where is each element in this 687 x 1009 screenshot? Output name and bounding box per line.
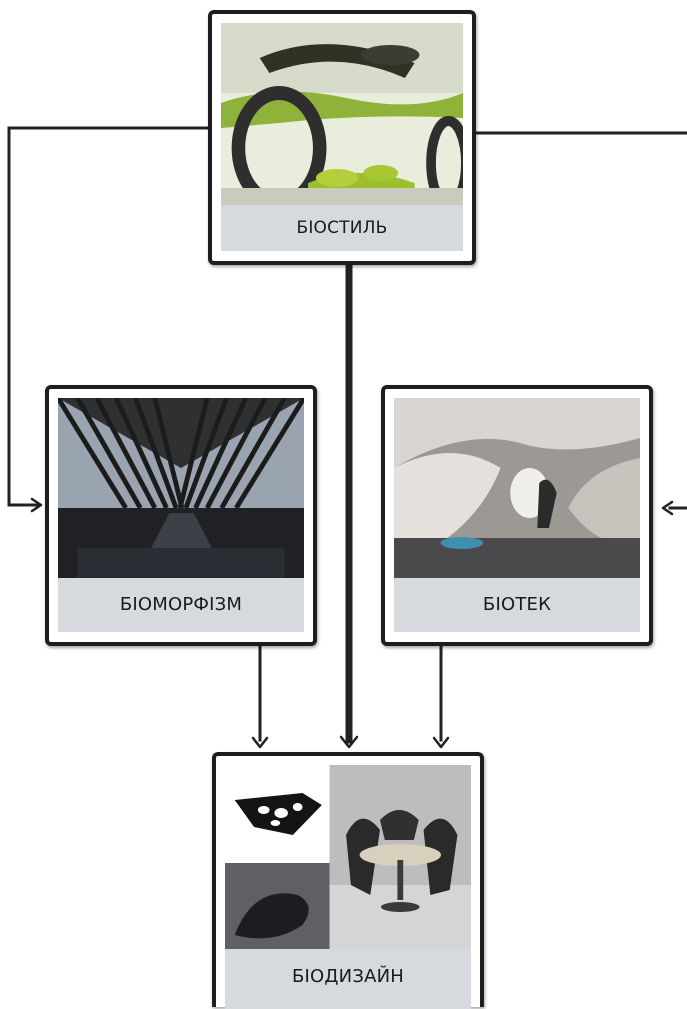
biostyle-node: БІОСТИЛЬ bbox=[208, 10, 476, 265]
biostyle-label: БІОСТИЛЬ bbox=[221, 205, 463, 251]
connector-biostyle-to-biomorphism bbox=[7, 126, 212, 507]
arrowhead-right-into-biodesign bbox=[432, 736, 450, 749]
arrowhead-into-biotech bbox=[661, 500, 674, 516]
arrowhead-main-into-biodesign bbox=[339, 735, 359, 749]
biodesign-label: БІОДИЗАЙН bbox=[225, 949, 471, 1009]
biostyle-photo bbox=[221, 23, 463, 205]
biotech-label: БІОТЕК bbox=[394, 578, 640, 632]
arrowhead-into-biomorphism bbox=[30, 497, 43, 513]
biodesign-node: БІОДИЗАЙН bbox=[212, 752, 484, 1009]
biotech-node: БІОТЕК bbox=[381, 385, 653, 646]
biomorphism-node: БІОМОРФІЗМ bbox=[45, 385, 317, 646]
arrowhead-left-into-biodesign bbox=[251, 736, 269, 749]
biomorphism-photo bbox=[58, 398, 304, 578]
biomorphism-label: БІОМОРФІЗМ bbox=[58, 578, 304, 632]
biodesign-photo-collage bbox=[225, 765, 471, 949]
biotech-photo bbox=[394, 398, 640, 578]
